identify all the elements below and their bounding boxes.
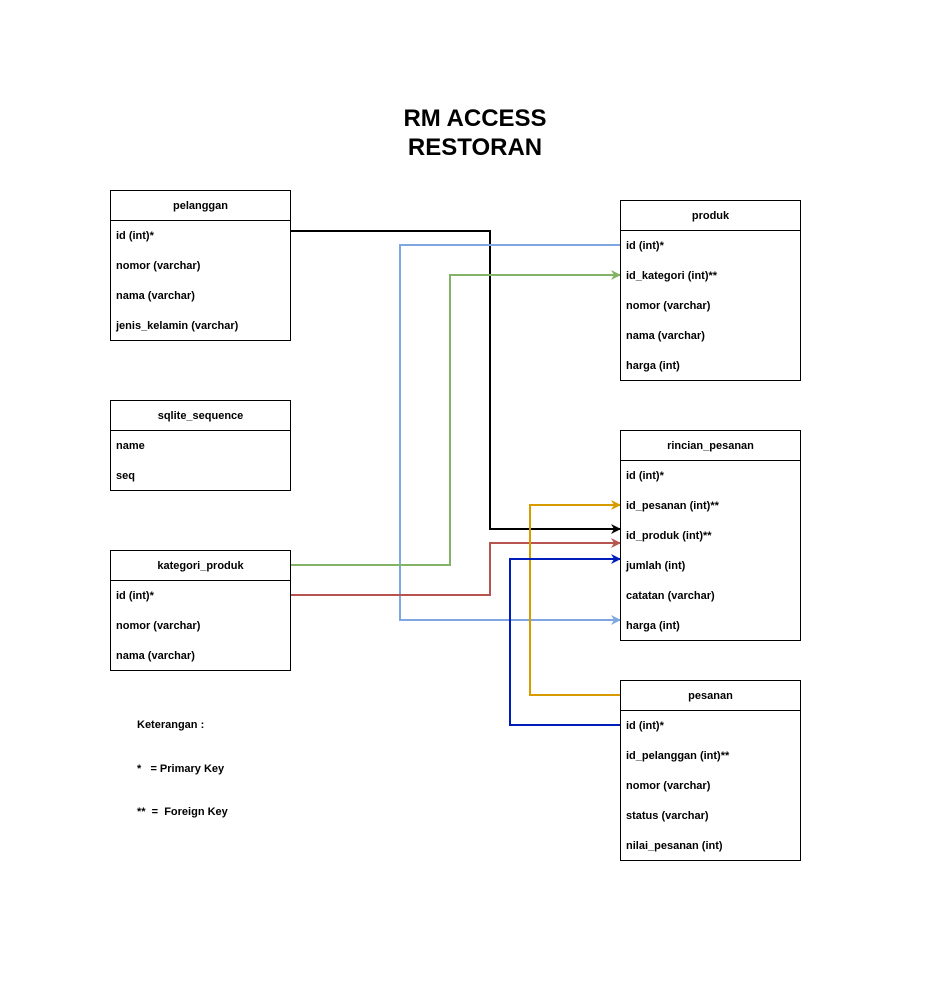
diagram-title-line-1: RM ACCESS [403, 105, 547, 132]
table-header: pelanggan [111, 191, 290, 221]
field-row: nomor (varchar) [626, 300, 711, 312]
table-header: pesanan [621, 681, 800, 711]
legend-foreign-key: ** = Foreign Key [137, 806, 228, 818]
table-pesanan[interactable]: pesanan id (int)* id_pelanggan (int)** n… [620, 680, 801, 861]
field-row: id_pelanggan (int)** [626, 750, 730, 762]
field-row: id (int)* [626, 720, 664, 732]
field-row: nama (varchar) [116, 290, 195, 302]
link-kategori-produk [290, 270, 621, 566]
field-row: id (int)* [626, 470, 664, 482]
table-produk[interactable]: produk id (int)* id_kategori (int)** nom… [620, 200, 801, 381]
legend: Keterangan : * = Primary Key ** = Foreig… [137, 689, 228, 834]
link-pesanan-rincian-idpesanan [529, 500, 621, 696]
diagram-title-line-2: RESTORAN [407, 134, 543, 161]
legend-heading: Keterangan : [137, 719, 205, 731]
field-row: seq [116, 470, 135, 482]
field-row: id_kategori (int)** [626, 270, 718, 282]
field-row: id (int)* [626, 240, 664, 252]
field-row: status (varchar) [626, 810, 709, 822]
table-header: sqlite_sequence [111, 401, 290, 431]
field-row: nilai_pesanan (int) [626, 840, 723, 852]
field-row: id_pesanan (int)** [626, 500, 719, 512]
field-row: harga (int) [626, 620, 680, 632]
field-row: id_produk (int)** [626, 530, 712, 542]
link-kategori-rincian [290, 538, 621, 596]
field-row: name [116, 440, 145, 452]
field-row: id (int)* [116, 590, 154, 602]
table-rincian-pesanan[interactable]: rincian_pesanan id (int)* id_pesanan (in… [620, 430, 801, 641]
table-sqlite-sequence[interactable]: sqlite_sequence name seq [110, 400, 291, 491]
table-header: produk [621, 201, 800, 231]
legend-primary-key: * = Primary Key [137, 762, 225, 775]
field-row: jumlah (int) [626, 560, 686, 572]
field-row: nama (varchar) [626, 330, 705, 342]
field-row: nomor (varchar) [116, 620, 201, 632]
table-header: kategori_produk [111, 551, 290, 581]
link-pelanggan-rincian [290, 230, 621, 534]
field-row: nomor (varchar) [116, 260, 201, 272]
diagram-title: RM ACCESS RESTORAN [325, 104, 625, 162]
table-header: rincian_pesanan [621, 431, 800, 461]
table-kategori-produk[interactable]: kategori_produk id (int)* nomor (varchar… [110, 550, 291, 671]
link-pesanan-rincian-jumlah [509, 554, 621, 726]
field-row: nomor (varchar) [626, 780, 711, 792]
field-row: nama (varchar) [116, 650, 195, 662]
field-row: harga (int) [626, 360, 680, 372]
field-row: id (int)* [116, 230, 154, 242]
field-row: catatan (varchar) [626, 590, 715, 602]
table-pelanggan[interactable]: pelanggan id (int)* nomor (varchar) nama… [110, 190, 291, 341]
field-row: jenis_kelamin (varchar) [116, 320, 239, 332]
